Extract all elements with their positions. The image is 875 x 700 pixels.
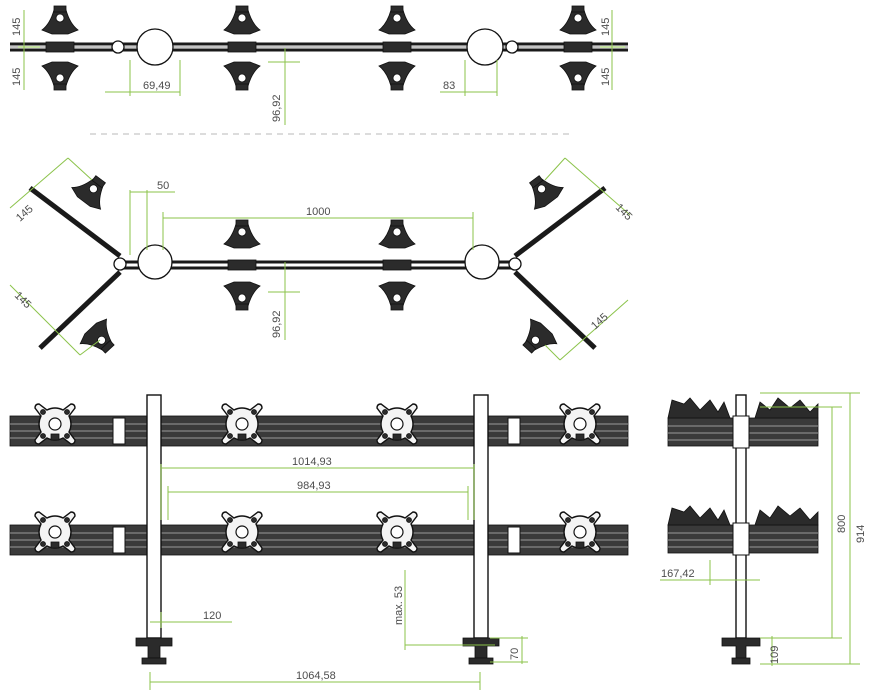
dim-145-top-left-b: 145 (11, 68, 23, 86)
top-view (10, 5, 628, 91)
dim-145-lower-right: 145 (589, 311, 611, 332)
dim-1014-93: 1014,93 (292, 456, 332, 468)
angled-view (28, 168, 607, 362)
front-view-dimensions: 1014,93 984,93 120 max. 53 70 1064,58 (149, 456, 528, 690)
dim-145-top-right-b: 145 (600, 68, 612, 86)
dim-109: 109 (769, 646, 781, 664)
dim-96-92-top: 96,92 (271, 94, 283, 122)
dim-984-93: 984,93 (297, 480, 331, 492)
side-view (667, 394, 819, 665)
dim-800: 800 (836, 515, 848, 533)
dim-167-42: 167,42 (661, 568, 695, 580)
angled-view-dimensions: 50 1000 96,92 145 145 145 145 (9, 157, 634, 361)
dim-145-upper-right: 145 (613, 202, 634, 223)
dim-1000: 1000 (306, 206, 330, 218)
dim-145-top-left-a: 145 (11, 18, 23, 36)
dim-70: 70 (509, 648, 521, 660)
dim-145-upper-left: 145 (14, 203, 36, 224)
dim-120: 120 (203, 610, 221, 622)
dim-914: 914 (855, 525, 867, 543)
top-view-dimensions: 145 145 69,49 96,92 83 145 145 (11, 10, 625, 125)
dim-1064-58: 1064,58 (296, 670, 336, 682)
dim-83: 83 (443, 80, 455, 92)
dim-69-49: 69,49 (143, 80, 171, 92)
dim-50: 50 (157, 180, 169, 192)
dim-145-lower-left: 145 (12, 290, 33, 311)
side-view-dimensions: 914 800 167,42 109 (660, 392, 867, 666)
front-view (9, 394, 629, 665)
dim-145-top-right-a: 145 (600, 18, 612, 36)
dim-96-92-angled: 96,92 (271, 310, 283, 338)
dim-max-53: max. 53 (393, 586, 405, 625)
